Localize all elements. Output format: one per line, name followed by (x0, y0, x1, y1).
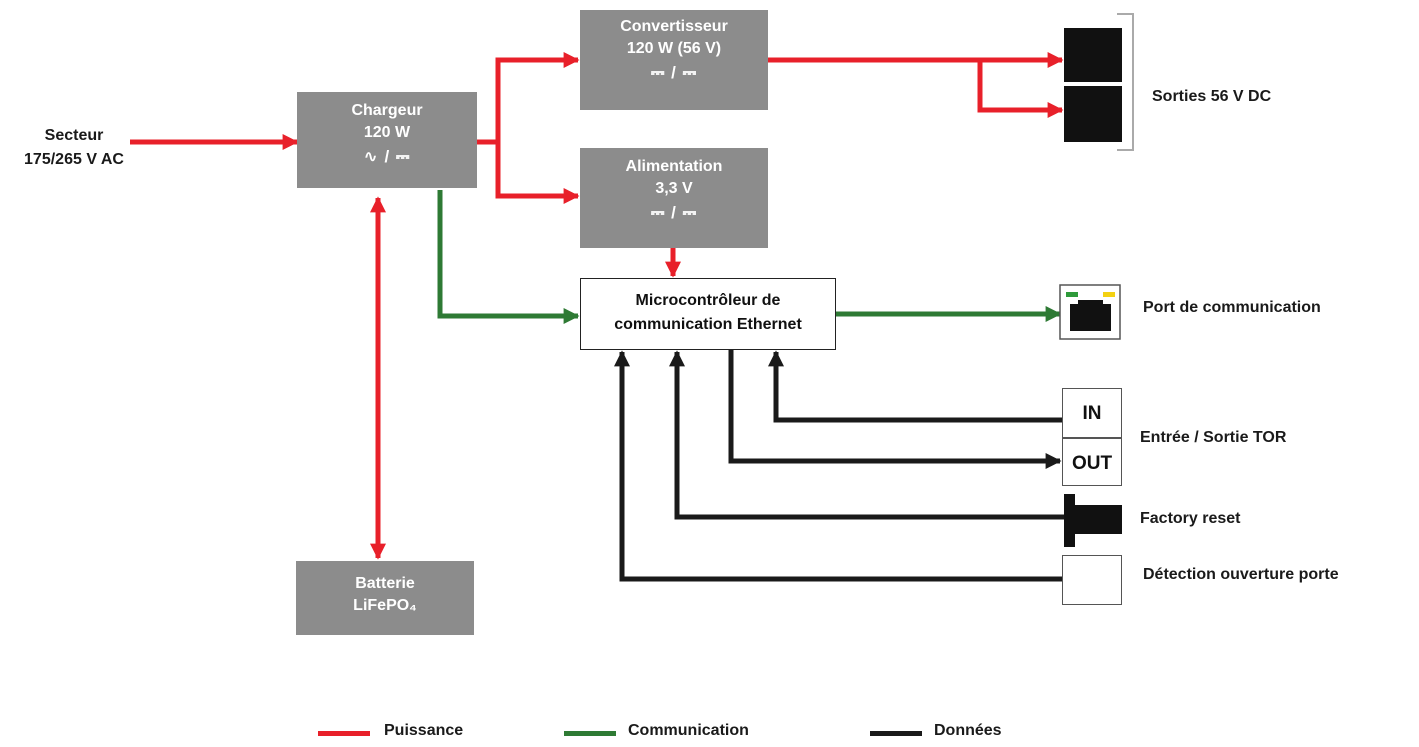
mains-label: Secteur 175/265 V AC (8, 124, 140, 172)
outputs-bracket (1117, 13, 1134, 151)
data-line-in-to-mcu (767, 350, 1062, 423)
dc-dc-symbol-icon: ⎓ / ⎓ (650, 63, 698, 82)
power-line-to-converter (495, 51, 580, 142)
supply-block: Alimentation 3,3 V ⎓ / ⎓ (580, 148, 768, 248)
ethernet-port-icon (1059, 284, 1121, 340)
comm-line-charger-to-mcu (437, 190, 580, 325)
mcu-title-line2: communication Ethernet (614, 316, 802, 333)
converter-block: Convertisseur 120 W (56 V) ⎓ / ⎓ (580, 10, 768, 110)
tor-in-label: IN (1082, 403, 1102, 424)
data-line-reset-to-mcu (668, 350, 1068, 520)
factory-reset-button-icon (1064, 494, 1122, 547)
tor-in-box: IN (1062, 388, 1122, 438)
comm-port-label: Port de communication (1143, 299, 1321, 316)
output-socket-2 (1064, 86, 1122, 142)
charger-title: Chargeur (351, 102, 423, 119)
outputs-label: Sorties 56 V DC (1152, 88, 1272, 105)
legend-power-label: Puissance (384, 722, 464, 739)
mains-label-line2: 175/265 V AC (24, 151, 124, 168)
converter-title: Convertisseur (620, 18, 728, 35)
power-line-to-supply (495, 142, 580, 205)
charger-power: 120 W (363, 124, 411, 141)
supply-title: Alimentation (625, 158, 723, 175)
legend-communication-label: Communication (628, 722, 749, 739)
converter-rating: 120 W (56 V) (626, 40, 722, 57)
door-sensor-box (1062, 555, 1122, 605)
power-line-to-output-2 (977, 60, 1064, 119)
battery-title: Batterie (355, 575, 415, 592)
supply-voltage: 3,3 V (655, 180, 693, 197)
legend-data-swatch (870, 731, 922, 736)
mcu-block: Microcontrôleur de communication Etherne… (580, 278, 836, 350)
door-detection-label: Détection ouverture porte (1143, 566, 1339, 583)
legend-communication-swatch (564, 731, 616, 736)
mains-label-line1: Secteur (44, 127, 104, 144)
legend-power-swatch (318, 731, 370, 736)
tor-label: Entrée / Sortie TOR (1140, 429, 1287, 446)
ac-dc-symbol-icon: ∿ / ⎓ (363, 147, 411, 166)
battery-block: Batterie LiFePO₄ (296, 561, 474, 635)
legend-data-label: Données (934, 722, 1002, 739)
data-line-mcu-to-out (728, 350, 1062, 470)
factory-reset-label: Factory reset (1140, 510, 1241, 527)
tor-out-box: OUT (1062, 438, 1122, 486)
data-line-door-to-mcu (613, 350, 1062, 582)
battery-chemistry: LiFePO₄ (353, 597, 417, 614)
charger-block: Chargeur 120 W ∿ / ⎓ (297, 92, 477, 188)
dc-dc-symbol-icon: ⎓ / ⎓ (650, 203, 698, 222)
mcu-title-line1: Microcontrôleur de (635, 292, 781, 309)
output-socket-1 (1064, 28, 1122, 82)
tor-out-label: OUT (1071, 453, 1113, 474)
